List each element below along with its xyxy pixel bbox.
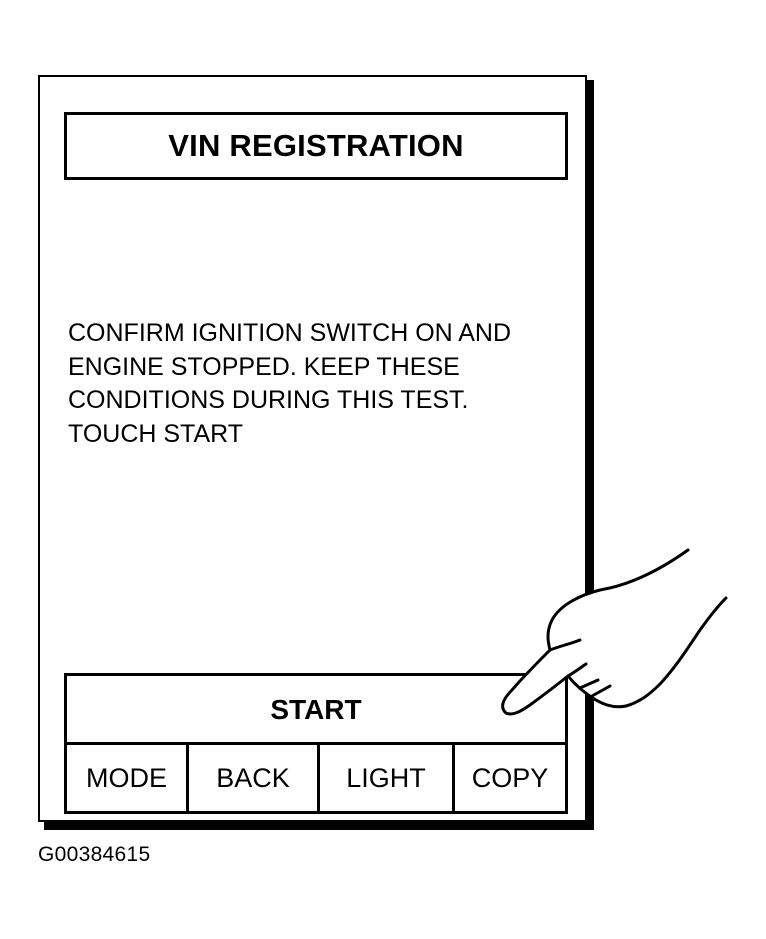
mode-button[interactable]: MODE [86, 762, 167, 793]
screen-title: VIN REGISTRATION [64, 112, 568, 180]
soft-key-bar: MODE BACK LIGHT COPY [64, 742, 568, 814]
message-line: CONFIRM IGNITION SWITCH ON AND [68, 319, 512, 347]
start-button[interactable]: START [64, 673, 568, 743]
back-button[interactable]: BACK [186, 745, 317, 811]
message-line: TOUCH START [68, 419, 244, 448]
scan-tool-screen: VIN REGISTRATION CONFIRM IGNITION SWITCH… [38, 75, 587, 822]
copy-button[interactable]: COPY [452, 745, 565, 811]
message-line: ENGINE STOPPED. KEEP THESE [68, 352, 460, 381]
figure-id: G00384615 [38, 843, 151, 866]
message-line: CONDITIONS DURING THIS TEST. [68, 386, 469, 414]
light-button[interactable]: LIGHT [317, 745, 452, 811]
instruction-message: CONFIRM IGNITION SWITCH ON AND ENGINE ST… [68, 317, 578, 451]
